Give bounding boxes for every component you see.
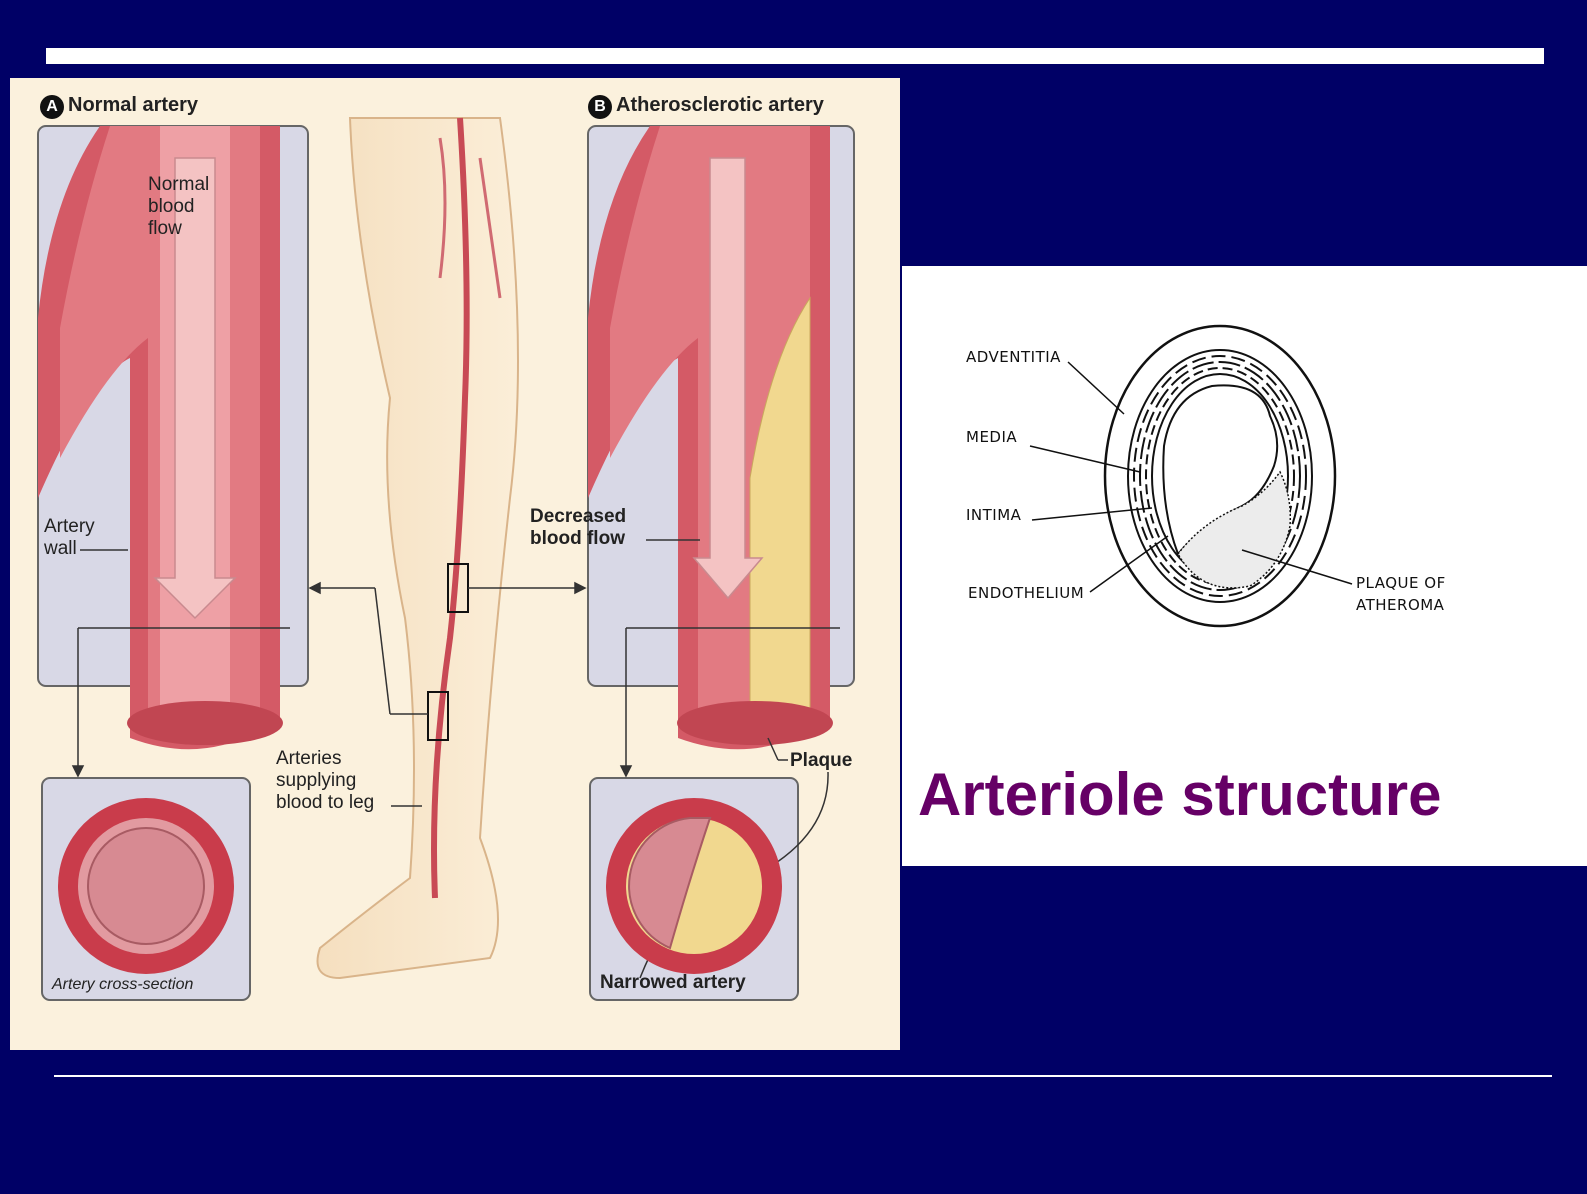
artery-wall-line-2: wall: [44, 538, 95, 560]
intima-label: INTIMA: [966, 504, 1021, 526]
atheroma-line: ATHEROMA: [1356, 594, 1446, 616]
badge-b: B: [588, 95, 612, 119]
plaque-of-atheroma-label: PLAQUE OF ATHEROMA: [1356, 572, 1446, 616]
decreased-flow-line-1: Decreased: [530, 506, 626, 528]
arteries-line-2: supplying: [276, 770, 374, 792]
leg-drawing: [318, 118, 519, 978]
media-label: MEDIA: [966, 426, 1017, 448]
endothelium-label: ENDOTHELIUM: [968, 582, 1084, 604]
artery-wall-label: Artery wall: [44, 516, 95, 560]
bottom-rule: [54, 1075, 1552, 1077]
illustration-drawing: [10, 78, 900, 1050]
narrowed-cross-section: [606, 798, 782, 974]
panel-b-title-text: Atherosclerotic artery: [616, 94, 824, 116]
cross-section-label: Artery cross-section: [52, 974, 193, 996]
decreased-blood-flow-label: Decreased blood flow: [530, 506, 626, 550]
normal-cross-section: [58, 798, 234, 974]
arteries-line-1: Arteries: [276, 748, 374, 770]
normal-flow-line-2: blood: [148, 196, 209, 218]
plaque-of-line: PLAQUE OF: [1356, 572, 1446, 594]
artery-wall-line-1: Artery: [44, 516, 95, 538]
plaque-label: Plaque: [790, 750, 852, 772]
adventitia-label: ADVENTITIA: [966, 346, 1061, 368]
panel-a-title-text: Normal artery: [68, 94, 198, 116]
normal-blood-flow-label: Normal blood flow: [148, 174, 209, 240]
top-rule: [46, 48, 1544, 64]
normal-flow-line-3: flow: [148, 218, 209, 240]
normal-flow-line-1: Normal: [148, 174, 209, 196]
caption-title: Arteriole structure: [918, 760, 1578, 829]
narrowed-artery-label: Narrowed artery: [600, 972, 746, 994]
arteries-line-3: blood to leg: [276, 792, 374, 814]
badge-a: A: [40, 95, 64, 119]
arteries-supplying-label: Arteries supplying blood to leg: [276, 748, 374, 814]
decreased-flow-line-2: blood flow: [530, 528, 626, 550]
